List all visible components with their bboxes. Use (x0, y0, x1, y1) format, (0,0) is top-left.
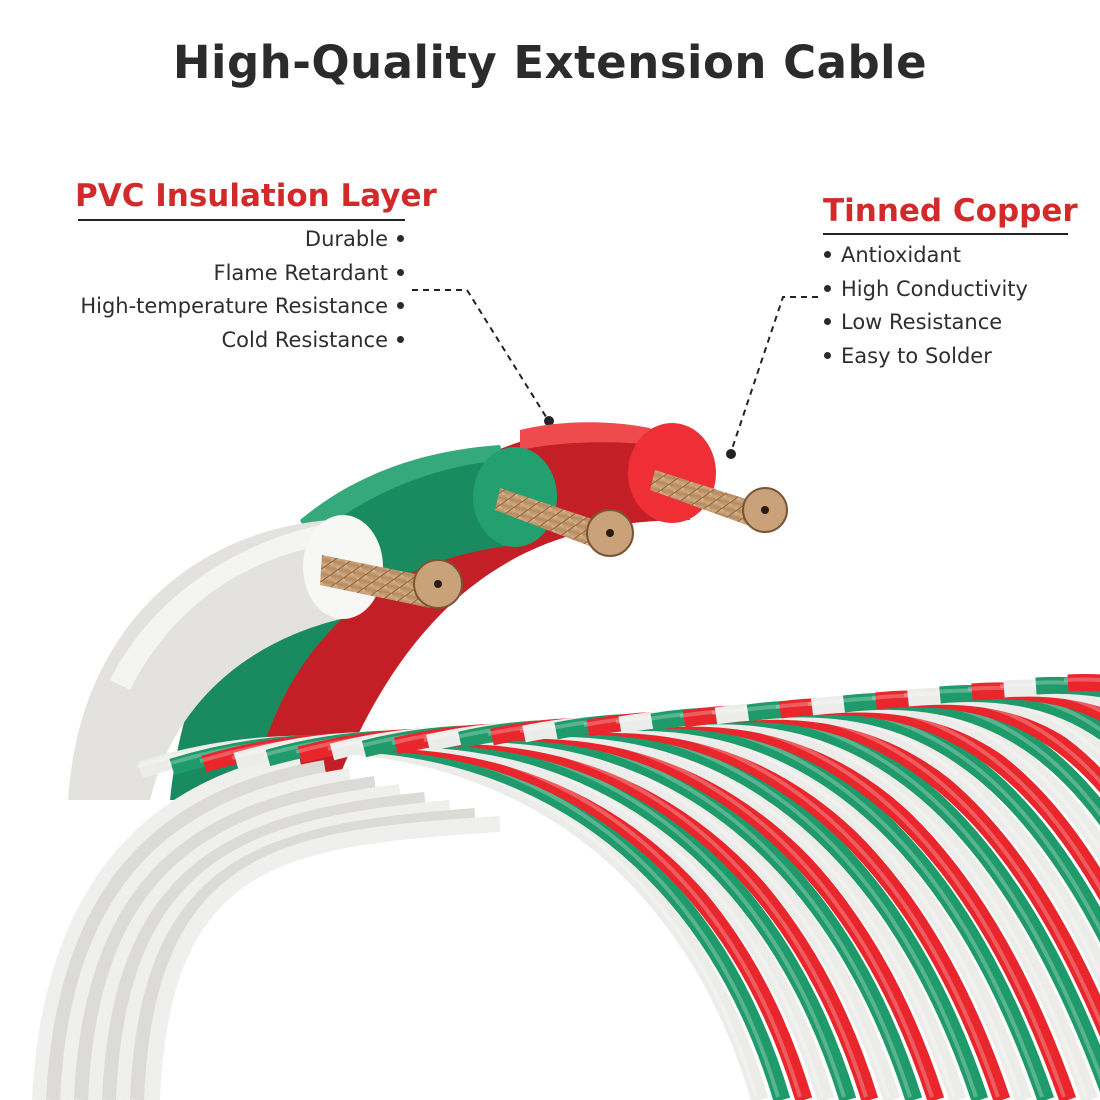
bullet-dot (824, 351, 831, 359)
coil-ring (144, 816, 501, 1100)
bullet-dot (824, 284, 831, 292)
rising-wires (68, 422, 788, 800)
bullet-dot (397, 235, 404, 242)
coil-ring (32, 752, 302, 1100)
copper-feature-item: Easy to Solder (824, 340, 1028, 374)
copper-leader-dot (726, 449, 736, 459)
pvc-feature-item: High-temperature Resistance (80, 290, 404, 324)
pvc-leader-line (412, 289, 549, 421)
copper-leader-line (730, 296, 818, 453)
coil-ring (116, 800, 451, 1100)
pvc-leader-dot (544, 416, 554, 426)
copper-strand-white (320, 555, 463, 609)
copper-feature-item: Antioxidant (824, 239, 1028, 273)
coil-ring (46, 760, 327, 1100)
bullet-dot (397, 268, 404, 276)
pvc-feature-item: Durable (80, 223, 404, 257)
copper-strand-red (650, 470, 788, 533)
coil-ring (60, 768, 352, 1100)
copper-heading-underline (823, 233, 1068, 235)
coil-ring (130, 808, 476, 1100)
pvc-feature-list: Durable Flame Retardant High-temperature… (80, 223, 404, 357)
page-title: High-Quality Extension Cable (172, 36, 928, 89)
copper-heading: Tinned Copper (823, 193, 1078, 229)
coil-ring (102, 792, 426, 1100)
bullet-dot (824, 318, 831, 326)
copper-feature-list: Antioxidant High Conductivity Low Resist… (824, 239, 1028, 373)
copper-feature-item: High Conductivity (824, 273, 1028, 307)
pvc-heading-underline (78, 219, 405, 221)
bullet-dot (397, 335, 404, 343)
pvc-feature-item: Cold Resistance (80, 324, 404, 358)
copper-strand-green (495, 488, 634, 557)
copper-feature-item: Low Resistance (824, 306, 1028, 340)
pvc-feature-item: Flame Retardant (80, 257, 404, 291)
cable-coil (32, 674, 1100, 1100)
pvc-heading: PVC Insulation Layer (75, 178, 437, 214)
bullet-dot (397, 302, 404, 310)
bullet-dot (824, 251, 831, 258)
coil-ring (74, 776, 377, 1100)
coil-ring (88, 784, 401, 1100)
